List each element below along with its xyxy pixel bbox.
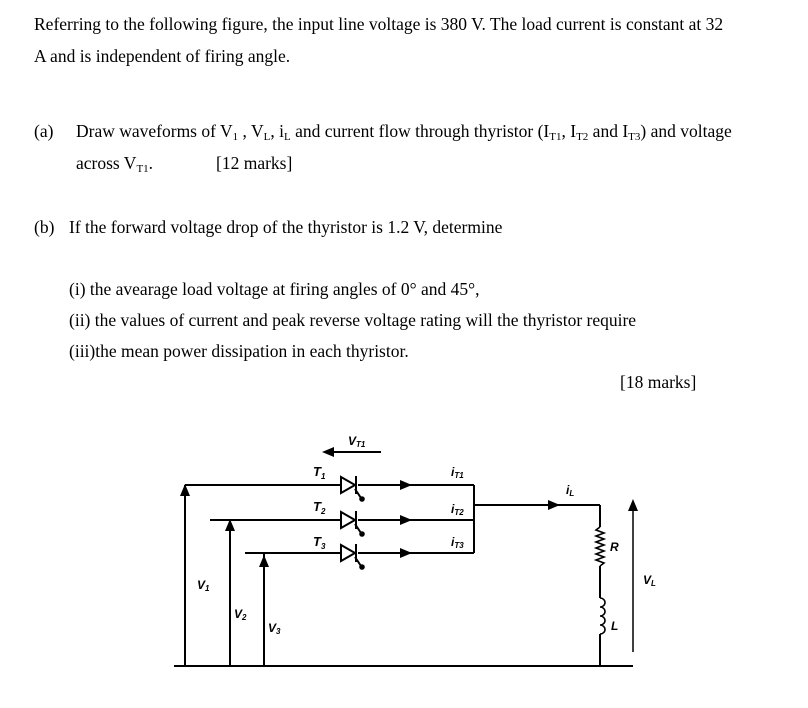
inductor-symbol [599, 597, 606, 635]
it1-label: iT1 [451, 465, 464, 480]
v2-arrow [225, 519, 235, 531]
part-b-label: (b) [34, 217, 55, 237]
r-label: R [610, 540, 619, 554]
v3-label: V3 [268, 621, 281, 636]
l-label: L [611, 619, 618, 633]
thyristor-symbols [340, 475, 365, 570]
v1-label: V1 [197, 578, 210, 593]
part-b-item-i: (i) the avearage load voltage at firing … [69, 279, 480, 299]
v3-arrow [259, 555, 269, 567]
part-a-label: (a) [34, 121, 54, 141]
it3-label: iT3 [451, 535, 464, 550]
part-b-marks: [18 marks] [620, 372, 697, 392]
part-a-line-2: across VT1. [76, 153, 154, 175]
resistor-symbol [593, 526, 607, 567]
v1-arrow [180, 484, 190, 496]
part-a-line-1: Draw waveforms of V1 , VL, iL and curren… [76, 121, 732, 143]
il-label: iL [566, 483, 574, 498]
t3-label: T3 [313, 534, 326, 551]
intro-line-2: A and is independent of firing angle. [34, 46, 291, 66]
intro-line-1: Referring to the following figure, the i… [34, 14, 724, 34]
t2-label: T2 [313, 499, 326, 516]
t1-label: T1 [313, 464, 326, 481]
v2-label: V2 [234, 607, 247, 622]
part-b-item-iii: (iii)the mean power dissipation in each … [69, 341, 409, 361]
vt1-label: VT1 [348, 434, 366, 449]
part-a-marks: [12 marks] [216, 153, 293, 173]
vl-label: VL [643, 573, 656, 588]
part-b-item-ii: (ii) the values of current and peak reve… [69, 310, 637, 330]
part-b-text: If the forward voltage drop of the thyri… [69, 217, 503, 237]
it2-label: iT2 [451, 502, 464, 517]
